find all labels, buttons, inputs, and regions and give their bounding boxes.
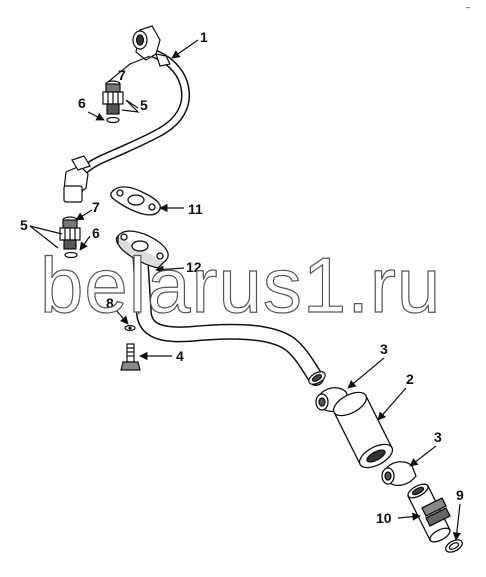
callout-7-lower: 7 bbox=[92, 199, 100, 215]
supply-hose bbox=[71, 47, 190, 185]
tube-end-ring bbox=[308, 371, 326, 385]
connecting-hose bbox=[332, 391, 394, 469]
drain-tube bbox=[132, 242, 324, 386]
leader-lines bbox=[29, 39, 462, 541]
leader-3-lower bbox=[409, 445, 437, 467]
sealing-washer-lower bbox=[64, 251, 78, 259]
callout-6-upper: 6 bbox=[78, 95, 86, 111]
sealing-washer-upper bbox=[106, 116, 120, 124]
adapter-fitting-upper bbox=[102, 80, 124, 124]
callout-3-lower: 3 bbox=[434, 429, 442, 445]
leader-6-upper bbox=[87, 111, 105, 121]
hose-clamp-lower bbox=[381, 461, 417, 487]
callout-12: 12 bbox=[186, 259, 202, 275]
watermark: belarus1.ru bbox=[40, 241, 441, 329]
corner-mark: ‒ bbox=[466, 3, 471, 12]
callout-6-lower: 6 bbox=[92, 225, 100, 241]
callout-10: 10 bbox=[376, 510, 392, 526]
hose-fitting-bottom bbox=[63, 155, 91, 203]
callout-8: 8 bbox=[106, 295, 114, 311]
leader-5-upper bbox=[121, 99, 140, 113]
mounting-bolt bbox=[120, 343, 141, 371]
leader-9 bbox=[452, 503, 462, 541]
leader-3-upper bbox=[347, 357, 385, 389]
callout-5-upper: 5 bbox=[140, 97, 148, 113]
callout-5-lower: 5 bbox=[20, 217, 28, 233]
callout-4: 4 bbox=[176, 348, 184, 364]
leader-2 bbox=[377, 387, 407, 421]
leader-5-lower bbox=[29, 225, 63, 249]
leader-6-lower bbox=[79, 235, 91, 251]
callout-1: 1 bbox=[200, 29, 208, 45]
leader-8 bbox=[115, 309, 129, 325]
leader-10 bbox=[397, 512, 421, 521]
leader-12 bbox=[155, 265, 185, 274]
bolt-washer bbox=[124, 324, 136, 332]
hose-fitting-top bbox=[132, 25, 171, 67]
adapter-fitting-lower bbox=[59, 216, 81, 259]
tube-connector bbox=[407, 483, 451, 543]
leader-7-lower bbox=[75, 209, 93, 221]
flange-gasket bbox=[110, 186, 161, 216]
callout-9: 9 bbox=[456, 487, 464, 503]
tube-flange bbox=[115, 230, 169, 269]
leader-1 bbox=[171, 39, 199, 59]
callout-11: 11 bbox=[188, 201, 203, 217]
callout-2: 2 bbox=[406, 371, 414, 387]
callout-3-upper: 3 bbox=[380, 341, 388, 357]
leader-7-upper bbox=[107, 55, 151, 83]
callout-7-upper: 7 bbox=[118, 67, 126, 83]
callout-labels: 1 7 6 5 11 7 5 6 12 8 4 3 2 3 9 10 bbox=[20, 29, 464, 526]
o-ring bbox=[445, 539, 463, 553]
